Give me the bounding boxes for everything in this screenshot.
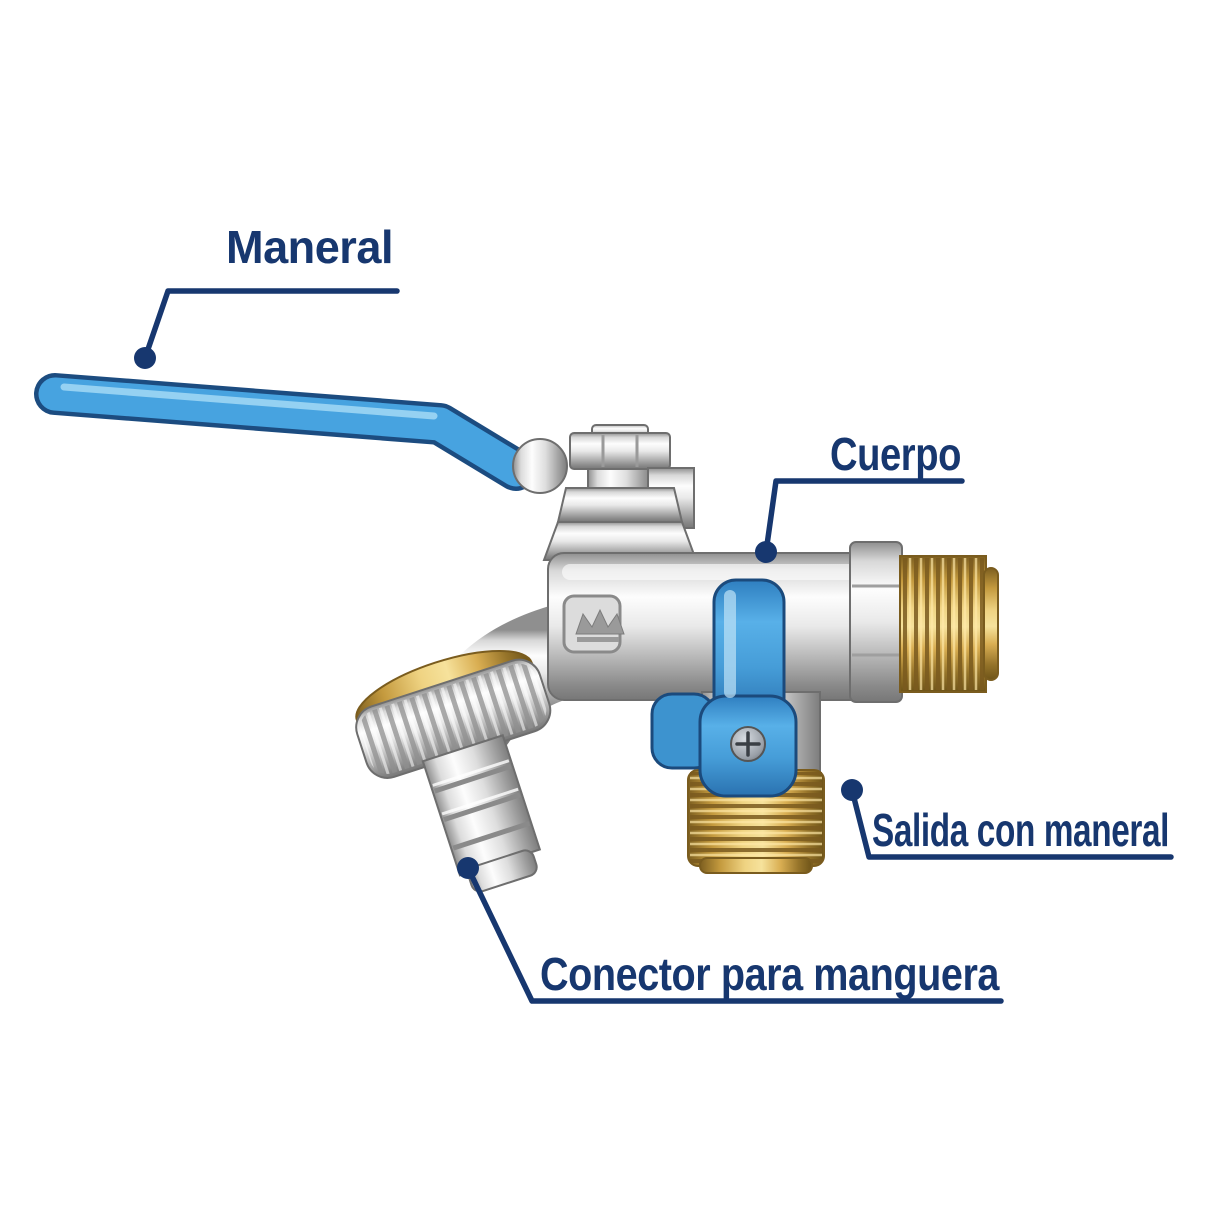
inlet-end-cap (983, 567, 999, 681)
outlet-end-cap (699, 857, 813, 874)
maneral-leader-line (142, 288, 400, 361)
barb-ridge-highlight (441, 787, 519, 816)
inlet-hex (849, 541, 903, 703)
threaded-inlet (849, 541, 999, 703)
callout-conector-para-manguera: Conector para manguera (457, 857, 1004, 1004)
salida-leader-line (849, 787, 1174, 860)
brand-logo-base (577, 637, 619, 642)
barb-groove (433, 763, 512, 794)
brand-logo-crown (575, 608, 625, 635)
lever-handle (34, 373, 537, 491)
lever-fill (38, 377, 533, 487)
valve-handle-highlight (724, 590, 736, 698)
barb-tip (467, 849, 538, 893)
inlet-thread-ridges (902, 558, 984, 690)
label-maneral: Maneral (226, 221, 393, 273)
callout-maneral: Maneral (134, 221, 400, 369)
bonnet-upper (556, 487, 684, 523)
callout-cuerpo: Cuerpo (755, 428, 965, 563)
label-salida-con-maneral: Salida con maneral (872, 804, 1169, 856)
valve-stem (542, 424, 698, 573)
barb-ridge-highlight (432, 759, 510, 787)
label-cuerpo: Cuerpo (830, 428, 961, 480)
hose-connector (355, 649, 552, 893)
callouts: Maneral Cuerpo Salida con maneral Conect… (134, 221, 1174, 1004)
barb-groove (452, 821, 531, 851)
packing-hex-nut (569, 432, 671, 470)
salida-anchor-dot (841, 779, 863, 801)
barb-groove (443, 792, 521, 822)
knurl-texture (360, 663, 547, 774)
conector-leader-line (465, 865, 1004, 1004)
screw-cross-slot (735, 731, 761, 757)
lever-highlight (60, 383, 438, 420)
cuerpo-anchor-dot (755, 541, 777, 563)
lever-collar (512, 438, 568, 494)
faucet-illustration (34, 373, 999, 893)
conector-anchor-dot (457, 857, 479, 879)
callout-salida-con-maneral: Salida con maneral (841, 779, 1174, 860)
maneral-anchor-dot (134, 347, 156, 369)
body-highlight (562, 564, 880, 580)
label-conector-para-manguera: Conector para manguera (540, 948, 1000, 1000)
cuerpo-leader-line (763, 478, 965, 555)
outlet-valve-handle (650, 578, 798, 798)
